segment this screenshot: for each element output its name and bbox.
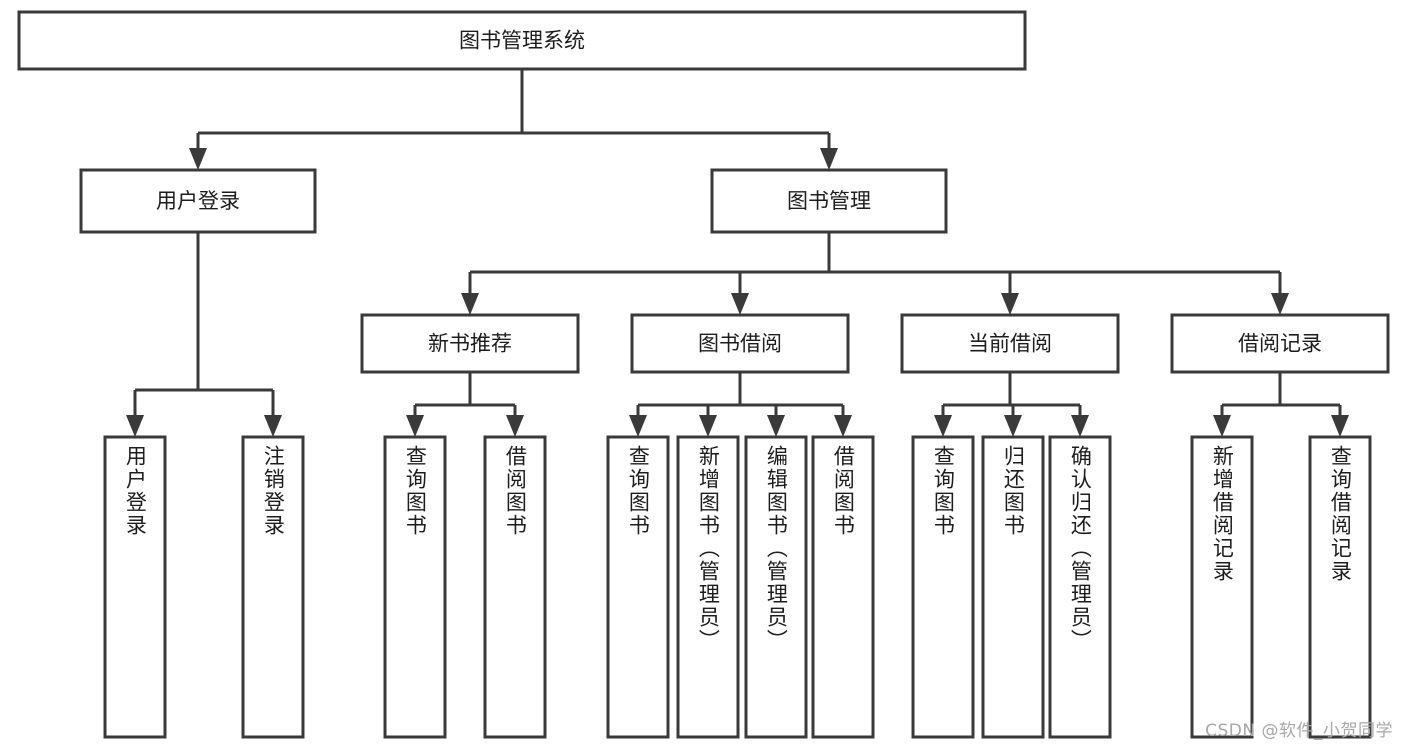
connectors-layer bbox=[126, 69, 1349, 437]
root-node-label: 图书管理系统 bbox=[459, 29, 585, 53]
leaf-node-box[interactable] bbox=[1048, 435, 1112, 739]
arrowhead-icon bbox=[126, 415, 144, 437]
root-node-box[interactable] bbox=[17, 10, 1027, 71]
leaf-node-box[interactable] bbox=[383, 435, 447, 739]
level3-node-box[interactable] bbox=[1170, 313, 1390, 374]
arrowhead-icon bbox=[506, 415, 524, 437]
level2-node-box[interactable] bbox=[710, 168, 948, 234]
level2-node-label: 图书管理 bbox=[787, 189, 871, 213]
arrowhead-icon bbox=[629, 415, 647, 437]
leaf-node-box[interactable] bbox=[483, 435, 547, 739]
level3-node-box[interactable] bbox=[360, 313, 580, 374]
arrowhead-icon bbox=[731, 293, 749, 315]
arrowhead-icon bbox=[1071, 415, 1089, 437]
leaf-node-box[interactable] bbox=[1190, 435, 1254, 739]
level3-node-box[interactable] bbox=[900, 313, 1120, 374]
leaf-node-box[interactable] bbox=[676, 435, 740, 739]
level3-node-box[interactable] bbox=[630, 313, 850, 374]
arrowhead-icon bbox=[1213, 415, 1231, 437]
leaf-node-box[interactable] bbox=[241, 435, 305, 739]
level3-node-label: 图书借阅 bbox=[698, 332, 782, 356]
arrowhead-icon bbox=[1004, 415, 1022, 437]
arrowhead-icon bbox=[820, 148, 838, 170]
arrowhead-icon bbox=[189, 148, 207, 170]
arrowhead-icon bbox=[767, 415, 785, 437]
arrowhead-icon bbox=[1001, 293, 1019, 315]
arrowhead-icon bbox=[264, 415, 282, 437]
arrowhead-icon bbox=[934, 415, 952, 437]
leaf-node-box[interactable] bbox=[811, 435, 875, 739]
arrowhead-icon bbox=[406, 415, 424, 437]
watermark-text: CSDN @软件_小贺同学 bbox=[1205, 721, 1393, 741]
level3-node-label: 当前借阅 bbox=[968, 332, 1052, 356]
leaf-node-box[interactable] bbox=[1308, 435, 1372, 739]
leaf-node-box[interactable] bbox=[981, 435, 1045, 739]
leaf-node-box[interactable] bbox=[911, 435, 975, 739]
arrowhead-icon bbox=[1271, 293, 1289, 315]
level3-node-label: 借阅记录 bbox=[1238, 332, 1322, 356]
leaf-node-box[interactable] bbox=[606, 435, 670, 739]
level2-node-label: 用户登录 bbox=[156, 189, 240, 213]
leaf-node-box[interactable] bbox=[744, 435, 808, 739]
leaf-node-box[interactable] bbox=[103, 435, 167, 739]
arrowhead-icon bbox=[834, 415, 852, 437]
level2-node-box[interactable] bbox=[79, 168, 317, 234]
boxes-layer bbox=[17, 10, 1390, 739]
arrowhead-icon bbox=[699, 415, 717, 437]
arrowhead-icon bbox=[461, 293, 479, 315]
arrowhead-icon bbox=[1331, 415, 1349, 437]
level3-node-label: 新书推荐 bbox=[428, 332, 512, 356]
